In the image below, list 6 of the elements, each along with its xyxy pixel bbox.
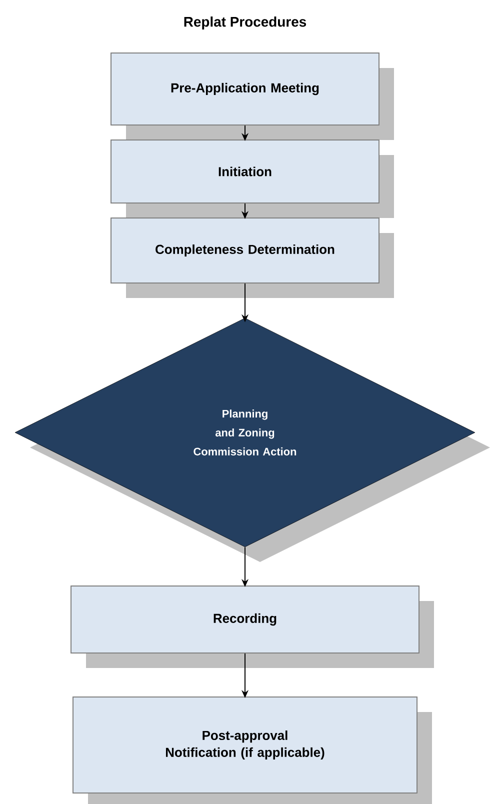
title: Replat Procedures bbox=[184, 16, 306, 30]
process-box: Pre-Application Meeting bbox=[110, 52, 394, 140]
process-box: Post-approval Notification (if applicable) bbox=[72, 696, 432, 804]
process-box: Recording bbox=[70, 586, 434, 668]
process-box: Initiation bbox=[110, 140, 394, 218]
process-box: Completeness Determination bbox=[110, 218, 394, 298]
